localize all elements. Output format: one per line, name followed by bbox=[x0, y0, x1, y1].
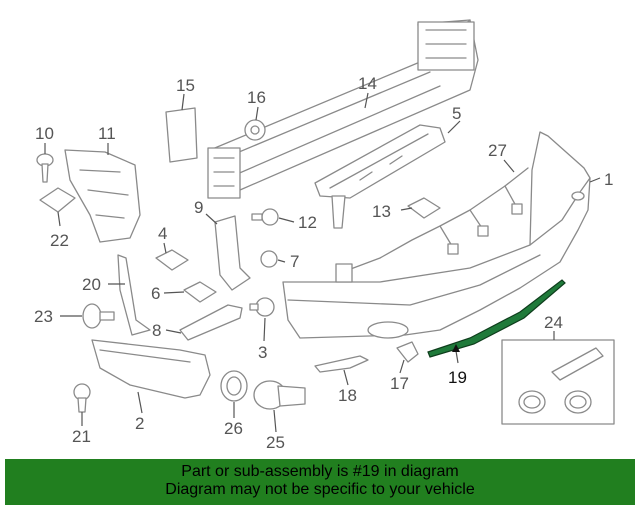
callout-26: 26 bbox=[224, 419, 243, 438]
part-9-bracket bbox=[214, 215, 251, 291]
callout-2: 2 bbox=[135, 414, 144, 433]
part-1-bumper-cover bbox=[282, 131, 591, 339]
part-12-screw bbox=[251, 208, 279, 226]
callout-13: 13 bbox=[372, 202, 391, 221]
part-11-side-bracket bbox=[64, 149, 141, 243]
part-24-grille-set bbox=[501, 339, 615, 425]
banner-line-disclaimer: Diagram may not be specific to your vehi… bbox=[165, 481, 475, 498]
callout-16: 16 bbox=[247, 88, 266, 107]
callout-18: 18 bbox=[338, 386, 357, 405]
callout-24: 24 bbox=[544, 313, 563, 332]
callout-8: 8 bbox=[152, 321, 161, 340]
part-22-clip bbox=[39, 187, 76, 213]
part-21-screw bbox=[73, 383, 91, 413]
part-20-bracket bbox=[117, 254, 151, 336]
callout-11: 11 bbox=[98, 124, 116, 143]
part-13-clip bbox=[407, 197, 441, 219]
part-6-clip bbox=[183, 281, 217, 303]
callout-3: 3 bbox=[258, 343, 267, 362]
part-16-nut bbox=[244, 119, 266, 141]
part-17-cap bbox=[396, 341, 419, 363]
part-4-clip bbox=[155, 249, 189, 271]
part-19-arrowhead bbox=[452, 344, 460, 352]
callout-21: 21 bbox=[72, 427, 91, 446]
callout-15: 15 bbox=[176, 76, 195, 95]
callout-5: 5 bbox=[452, 104, 461, 123]
callout-14: 14 bbox=[358, 74, 377, 93]
part-7-nut bbox=[260, 250, 278, 268]
callout-4: 4 bbox=[158, 224, 167, 243]
banner-line-part-number: Part or sub-assembly is #19 in diagram bbox=[181, 463, 459, 480]
part-25-sensor bbox=[253, 380, 306, 410]
part-8-rail bbox=[179, 304, 243, 341]
callout-27: 27 bbox=[488, 141, 507, 160]
part-19-bumper-strip-highlighted bbox=[427, 279, 566, 358]
part-27-wiring-harness bbox=[335, 167, 529, 283]
callout-12: 12 bbox=[298, 213, 317, 232]
part-10-screw bbox=[36, 153, 54, 183]
part-15-plate bbox=[165, 107, 198, 163]
notice-banner: Part or sub-assembly is #19 in diagram D… bbox=[5, 459, 635, 505]
part-14-reinforcement-bar bbox=[207, 19, 479, 199]
callout-7: 7 bbox=[290, 252, 299, 271]
part-5-bracket bbox=[314, 124, 446, 229]
part-26-sensor-bezel bbox=[220, 370, 248, 402]
part-18-trim bbox=[314, 355, 369, 373]
part-2-side-molding bbox=[91, 339, 211, 399]
callout-22: 22 bbox=[50, 231, 69, 250]
callout-6: 6 bbox=[151, 284, 160, 303]
callout-19-highlighted: 19 bbox=[448, 368, 467, 387]
callout-25: 25 bbox=[266, 433, 285, 452]
callout-10: 10 bbox=[35, 124, 54, 143]
callout-9: 9 bbox=[194, 198, 203, 217]
callout-1: 1 bbox=[604, 170, 613, 189]
part-3-screw bbox=[249, 297, 275, 317]
part-23-screw bbox=[82, 303, 115, 329]
callout-23: 23 bbox=[34, 307, 53, 326]
callout-20: 20 bbox=[82, 275, 101, 294]
callout-17: 17 bbox=[390, 374, 409, 393]
